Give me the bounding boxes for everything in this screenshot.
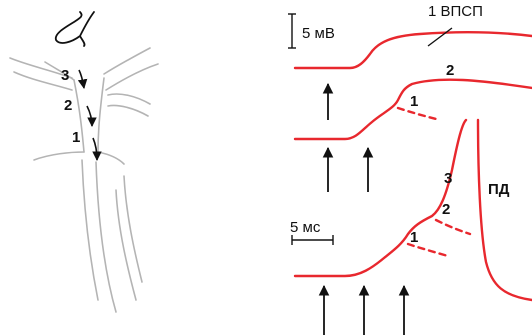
site-label-3: 3 <box>61 67 69 84</box>
trace3-label-3: 3 <box>444 170 452 187</box>
time-scale-label: 5 мс <box>290 219 321 236</box>
trace2-label-2: 2 <box>446 62 454 79</box>
epsp-pointer-line <box>428 28 452 46</box>
time-scale-bar <box>292 235 333 245</box>
voltage-scale-bar <box>288 14 296 48</box>
trace-two-epsp-decay <box>398 108 440 120</box>
trace3-label-2: 2 <box>442 201 450 218</box>
trace2-label-1: 1 <box>410 93 418 110</box>
trace3-label-1: 1 <box>410 229 418 246</box>
trace-three-epsp-decay-2 <box>436 220 470 234</box>
presynaptic-terminal-icon <box>56 12 94 46</box>
voltage-scale-label: 5 мВ <box>302 25 335 42</box>
action-potential-trace <box>478 120 532 300</box>
stimulus-arrows <box>324 84 404 335</box>
site-label-2: 2 <box>64 97 72 114</box>
recording-arrows <box>79 70 97 160</box>
action-potential-label: ПД <box>488 181 510 198</box>
top-epsp-label: 1 ВПСП <box>428 3 483 20</box>
site-label-1: 1 <box>72 129 80 146</box>
